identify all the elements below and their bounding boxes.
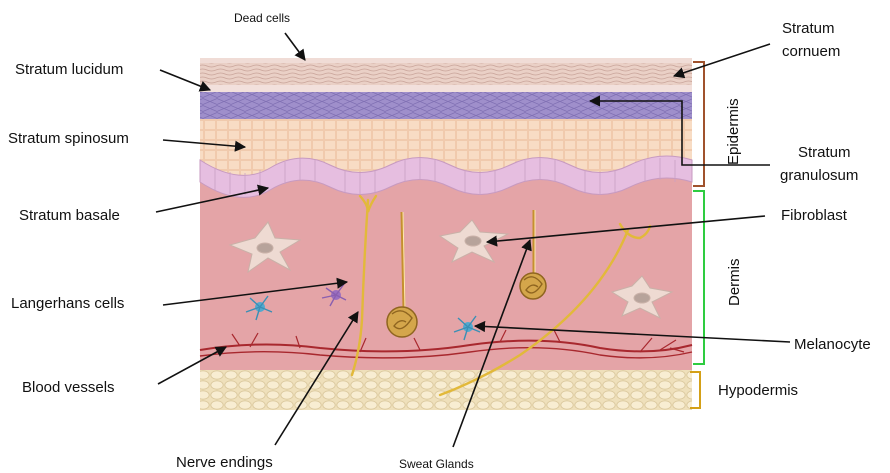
dermis-label: Dermis	[726, 259, 743, 307]
hypodermis-layer	[200, 370, 692, 410]
stratum-granulosum-layer	[200, 92, 692, 119]
fibroblast-label: Fibroblast	[781, 207, 848, 224]
hypodermis-label: Hypodermis	[718, 382, 798, 399]
nerve-endings-label: Nerve endings	[176, 454, 273, 471]
dead-cells-arrow	[285, 33, 305, 60]
langerhans-cells-label: Langerhans cells	[11, 295, 124, 312]
stratum-cornuem-label-line2: cornuem	[782, 43, 840, 60]
stratum-spinosum-label: Stratum spinosum	[8, 130, 129, 147]
stratum-granulosum-label-line1: Stratum	[798, 144, 851, 161]
stratum-cornuem-label-line1: Stratum	[782, 20, 835, 37]
stratum-granulosum-label-line2: granulosum	[780, 167, 858, 184]
melanocyte-label: Melanocyte	[794, 336, 871, 353]
stratum-basale-label: Stratum basale	[19, 207, 120, 224]
dead-cells-surface	[200, 58, 692, 63]
stratum-cornuem-layer	[200, 60, 692, 85]
stratum-lucidum-layer	[200, 84, 692, 92]
epidermis-label: Epidermis	[725, 98, 742, 165]
dead-cells-label: Dead cells	[234, 11, 290, 25]
blood-vessels-label: Blood vessels	[22, 379, 115, 396]
epidermis-bracket	[693, 62, 704, 186]
stratum-lucidum-label: Stratum lucidum	[15, 61, 123, 78]
sweat-glands-label: Sweat Glands	[399, 457, 474, 471]
